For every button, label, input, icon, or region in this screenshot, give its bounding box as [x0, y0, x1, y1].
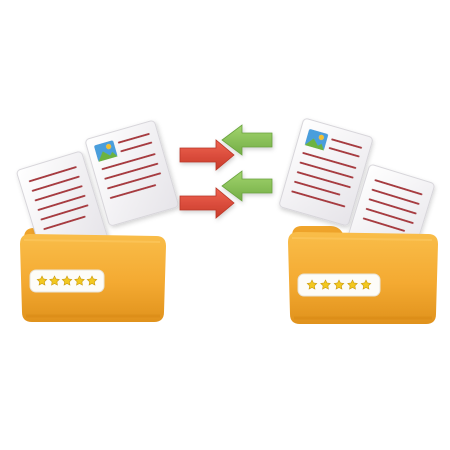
left-document-image: [85, 120, 179, 226]
star-icon: [333, 279, 345, 290]
right-folder-group: [279, 118, 438, 324]
arrow-right-icon: [179, 187, 235, 219]
right-folder-rating-label: [297, 273, 381, 297]
star-icon: [49, 275, 60, 286]
image-thumbnail-icon: [94, 140, 118, 162]
right-document-image: [279, 118, 373, 226]
image-thumbnail-icon: [304, 129, 329, 151]
left-folder-rating-label: [29, 269, 105, 293]
right-rating-stars: [306, 279, 372, 290]
star-icon: [74, 275, 85, 286]
left-folder-group: [16, 120, 179, 322]
star-icon: [36, 275, 48, 286]
left-rating-stars: [36, 275, 98, 286]
transfer-arrows: [179, 124, 273, 219]
star-icon: [61, 275, 73, 286]
star-icon: [306, 279, 318, 290]
star-icon: [360, 279, 372, 290]
arrow-left-icon: [221, 124, 273, 156]
star-icon: [320, 279, 331, 290]
arrow-right-icon: [179, 139, 235, 171]
arrow-left-icon: [221, 170, 273, 202]
star-icon: [347, 279, 358, 290]
star-icon: [86, 275, 98, 286]
